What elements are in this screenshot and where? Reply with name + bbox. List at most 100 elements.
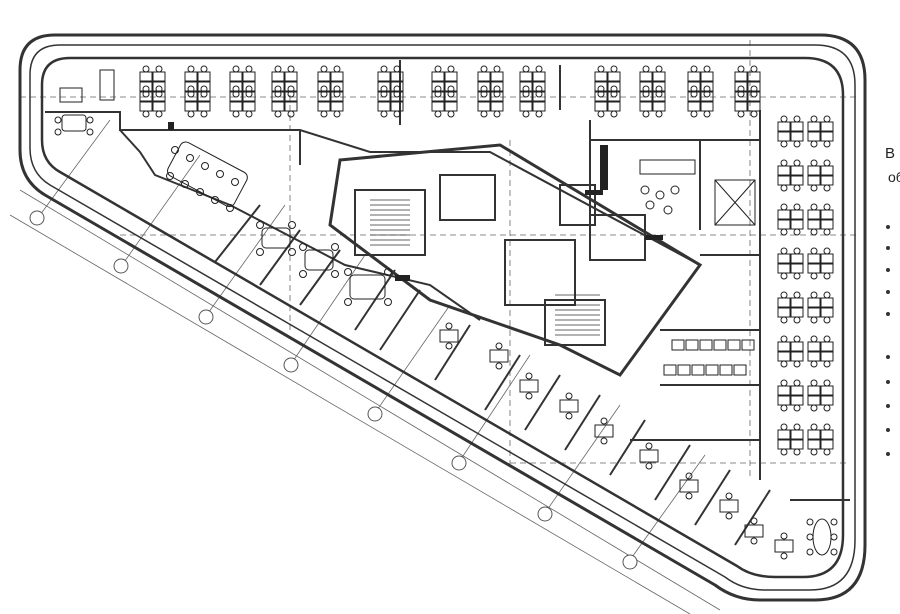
chair <box>645 442 653 450</box>
chair <box>493 65 501 73</box>
side-bullet <box>886 290 890 294</box>
furniture-piece <box>477 71 491 82</box>
furniture-piece <box>607 71 621 82</box>
chair <box>434 85 442 93</box>
chair <box>780 115 788 123</box>
chair <box>640 185 650 195</box>
furniture-layer <box>54 65 838 560</box>
elevator-shaft <box>714 179 756 226</box>
chair <box>393 65 401 73</box>
chair <box>447 85 455 93</box>
furniture-piece <box>559 399 579 413</box>
chair <box>823 360 831 368</box>
chair <box>320 110 328 118</box>
chair <box>610 85 618 93</box>
furniture-piece <box>777 165 791 176</box>
chair <box>823 247 831 255</box>
chair <box>610 110 618 118</box>
chair <box>142 110 150 118</box>
chair <box>380 85 388 93</box>
furniture-piece <box>733 364 747 376</box>
side-bullet <box>886 452 890 456</box>
furniture-piece <box>777 175 791 186</box>
chair <box>823 335 831 343</box>
chair <box>333 85 341 93</box>
chair <box>823 115 831 123</box>
furniture-piece <box>663 364 677 376</box>
chair <box>142 90 150 98</box>
furniture-piece <box>377 101 391 112</box>
furniture-piece <box>532 71 546 82</box>
chair <box>333 90 341 98</box>
furniture-piece <box>439 329 459 343</box>
chair <box>830 518 838 526</box>
chair <box>155 65 163 73</box>
chair <box>187 90 195 98</box>
chair <box>445 322 453 330</box>
furniture-piece <box>807 429 821 440</box>
chair <box>642 65 650 73</box>
chair <box>810 360 818 368</box>
chair <box>434 90 442 98</box>
furniture-piece <box>184 71 198 82</box>
furniture-piece <box>790 263 804 274</box>
chair <box>522 65 530 73</box>
chair <box>780 532 788 540</box>
furniture-piece <box>807 395 821 406</box>
furniture-piece <box>741 339 755 351</box>
chair <box>232 85 240 93</box>
chair <box>187 65 195 73</box>
chair <box>642 90 650 98</box>
chair <box>171 146 179 154</box>
chair <box>703 110 711 118</box>
chair <box>380 110 388 118</box>
furniture-piece <box>807 175 821 186</box>
chair <box>480 65 488 73</box>
chair <box>525 392 533 400</box>
chair <box>201 162 209 170</box>
furniture-piece <box>790 297 804 308</box>
chair <box>793 159 801 167</box>
chair <box>793 291 801 299</box>
chair <box>750 110 758 118</box>
furniture-piece <box>639 449 659 463</box>
furniture-piece <box>777 307 791 318</box>
furniture-piece <box>317 101 331 112</box>
chair <box>823 404 831 412</box>
furniture-piece <box>807 121 821 132</box>
chair <box>232 90 240 98</box>
chair <box>810 247 818 255</box>
chair <box>525 372 533 380</box>
chair <box>655 110 663 118</box>
chair <box>610 65 618 73</box>
furniture-piece <box>519 379 539 393</box>
chair <box>793 184 801 192</box>
chair <box>187 110 195 118</box>
chair <box>703 65 711 73</box>
chair <box>823 291 831 299</box>
chair <box>780 552 788 560</box>
chair <box>725 492 733 500</box>
meeting-table <box>812 518 832 556</box>
furniture-piece <box>705 364 719 376</box>
furniture-piece <box>790 209 804 220</box>
chair <box>780 140 788 148</box>
chair <box>610 90 618 98</box>
chair <box>810 184 818 192</box>
chair <box>522 110 530 118</box>
furniture-piece <box>820 219 834 230</box>
chair <box>597 110 605 118</box>
chair <box>211 196 219 204</box>
furniture-piece <box>652 101 666 112</box>
chair <box>54 128 62 136</box>
furniture-piece <box>242 71 256 82</box>
chair <box>780 448 788 456</box>
furniture-piece <box>691 364 705 376</box>
chair <box>737 110 745 118</box>
furniture-piece <box>734 101 748 112</box>
chair <box>685 472 693 480</box>
chair <box>690 90 698 98</box>
furniture-piece <box>687 101 701 112</box>
furniture-piece <box>790 307 804 318</box>
chair <box>810 379 818 387</box>
